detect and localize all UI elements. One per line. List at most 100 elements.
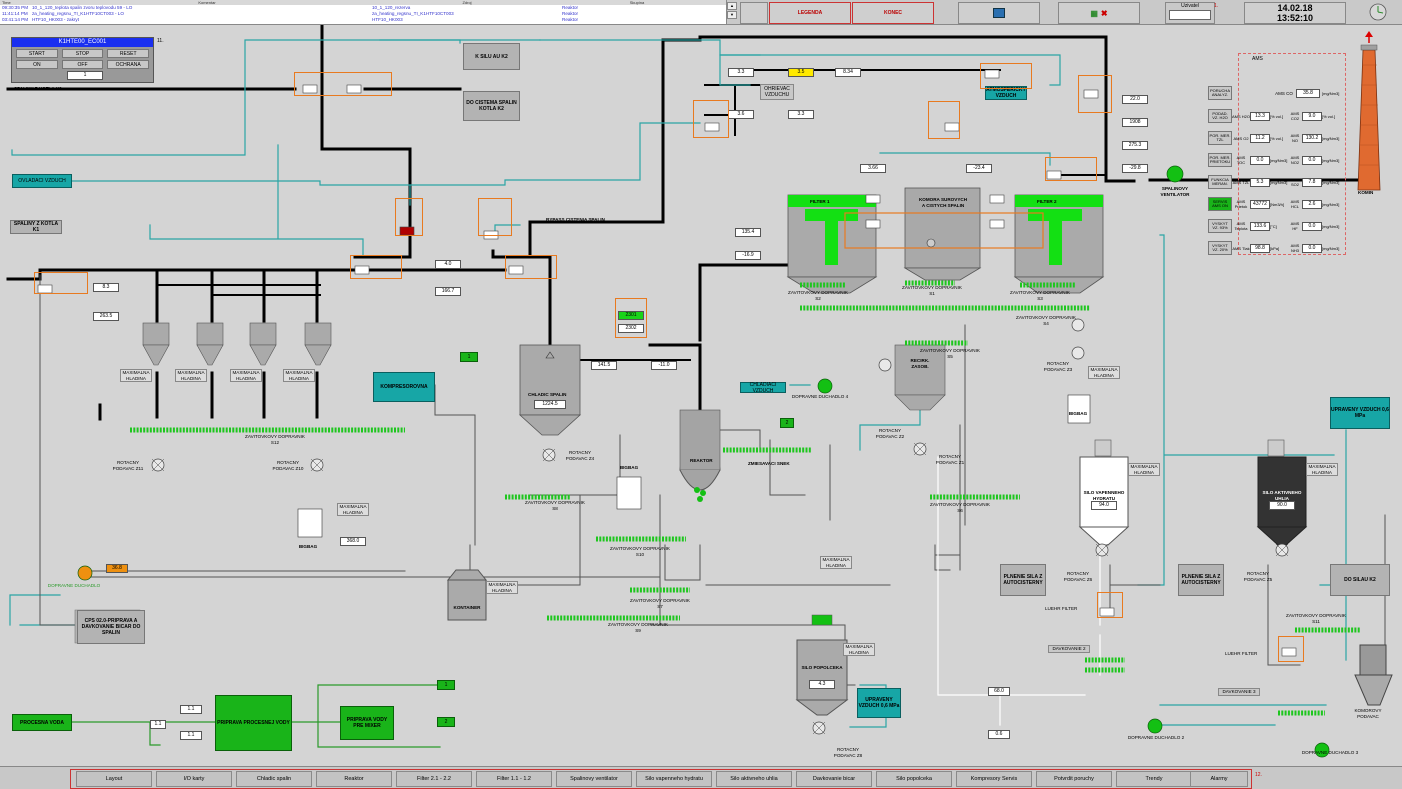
podavac-z10-label: ROTACNY PODAVAC Z10 <box>272 460 304 471</box>
nav-spalinovy-ventilator[interactable]: Spalinovy ventilator <box>556 771 632 787</box>
kompresorovna[interactable]: KOMPRESOROVNA <box>373 372 435 402</box>
valve-frame-aa151[interactable] <box>928 101 960 139</box>
valve-frame-aa050[interactable] <box>693 100 729 138</box>
dopravnik-s10-label: ZAVITOVKOVY DOPRAVNIK S10 <box>610 546 670 557</box>
plnenie-sila-26[interactable]: PLNENIE SILA Z AUTOCISTERNY <box>1000 564 1046 596</box>
ams-status-vyskyt93[interactable]: VYSKYT VZ. 93% <box>1208 219 1232 233</box>
ovladaci-vzduch[interactable]: OVLADACI VZDUCH <box>12 174 72 188</box>
ams-status-tzl[interactable]: POR. MER. TZL <box>1208 131 1232 145</box>
marker-12: 12. <box>1255 772 1262 778</box>
k-silu-k2[interactable]: K SILU AU K2 <box>463 43 520 70</box>
nav-silo-aktivneho[interactable]: Silo aktivneho uhlia <box>716 771 792 787</box>
k1hta50-ct001-value: 3.3 <box>728 68 754 77</box>
ams-status-h2o[interactable]: PODAD. VZ. H2O <box>1208 109 1232 123</box>
ams-value-hcl: 2.6 <box>1302 199 1322 209</box>
ams-status-funkcia[interactable]: FUNKCIA MERAN. <box>1208 175 1232 189</box>
nav-chladic-spalin[interactable]: Chladic spalin <box>236 771 312 787</box>
max-level-10: MAXIMALNA HLADINA <box>1088 366 1120 379</box>
filter-2 <box>1013 194 1105 294</box>
plnenie-sila-25[interactable]: PLNENIE SILA Z AUTOCISTERNY <box>1178 564 1224 596</box>
valve-frame-k1hlh12[interactable] <box>1278 636 1304 662</box>
max-level-2: MAXIMALNA HLADINA <box>175 369 207 382</box>
procesna-voda[interactable]: PROCESNA VODA <box>12 714 72 731</box>
priprava-procesnej-vody[interactable]: PRIPRAVA PROCESNEJ VODY <box>215 695 292 751</box>
valve-frame-aa011[interactable] <box>505 255 557 279</box>
ams-label-no: AMS NO <box>1290 133 1300 143</box>
alarm-scroll[interactable]: ▲ ▼ <box>727 2 737 22</box>
valve-frame-aa014[interactable] <box>1078 75 1112 113</box>
input-2[interactable]: 2 <box>780 418 794 428</box>
valve-frame-aa052b[interactable] <box>980 63 1032 89</box>
luehr-filter-2: LUEHR FILTER <box>1225 651 1258 656</box>
output-1[interactable]: 1 <box>437 680 455 690</box>
on-button[interactable]: ON <box>16 60 58 69</box>
user-field[interactable] <box>1169 10 1211 20</box>
ams-status-porucha[interactable]: PORUCHA ANALYZ. <box>1208 86 1232 100</box>
nav-silo-vapenneho[interactable]: Silo vapenneho hydratu <box>636 771 712 787</box>
konec-button[interactable]: KONEC <box>852 2 934 24</box>
nav-kompresory[interactable]: Kompresory Servis <box>956 771 1032 787</box>
do-silau-k2[interactable]: DO SILAU K2 <box>1330 564 1390 596</box>
ams-label-teplota: AMS Teplota <box>1234 221 1248 231</box>
ams-status-prietok[interactable]: POR. MER. PRIETOKU <box>1208 153 1232 167</box>
ack-button[interactable] <box>740 2 768 24</box>
silo-popolceka <box>795 614 849 716</box>
max-level-5: MAXIMALNA HLADINA <box>337 503 369 516</box>
tools-button[interactable]: ▦ ✖ <box>1058 2 1140 24</box>
off-button[interactable]: OFF <box>61 60 104 69</box>
valve-frame-k1[interactable] <box>34 272 88 294</box>
output-2[interactable]: 2 <box>437 717 455 727</box>
input-1[interactable]: 1 <box>460 352 478 362</box>
valve-frame-aa090[interactable] <box>350 255 402 279</box>
ams-title: AMS <box>1252 56 1263 62</box>
atmosfericky-vzduch[interactable]: ATMOSFERICKY VZDUCH <box>985 86 1027 100</box>
bigbag-cp001-value: 368.0 <box>340 537 366 546</box>
nav-potvrdit-poruchy[interactable]: Potvrdit poruchy <box>1036 771 1112 787</box>
computer-icon-button[interactable] <box>958 2 1040 24</box>
nav-layout[interactable]: Layout <box>76 771 152 787</box>
user-panel[interactable]: Uzivatel <box>1165 2 1215 24</box>
k1hta20-ct001-value: 141.5 <box>591 361 617 370</box>
upraveny-vzduch-top[interactable]: UPRAVENY VZDUCH 0,6 MPa <box>1330 397 1390 429</box>
ams-label-co2: AMS CO2 <box>1290 111 1300 121</box>
cps-box[interactable]: CPS 02.0-PRIPRAVA A DAVKOVANIE BICAR DO … <box>77 610 145 644</box>
bypass-label: BYPASS CISTENIA SPALIN <box>546 217 605 222</box>
nav-alarmy[interactable]: Alarmy <box>1190 771 1248 787</box>
ams-status-vyskyt20[interactable]: VYSKYT VZ. 20% <box>1208 241 1232 255</box>
ams-status-servis[interactable]: SERVIS AMS ON <box>1208 197 1232 211</box>
ams-value-no: 130.2 <box>1302 133 1322 143</box>
k1hte00-d001-panel[interactable]: 2301 2302 <box>615 298 647 338</box>
valve-frame-aa053[interactable] <box>478 198 512 236</box>
valve-frame-k2[interactable] <box>294 72 392 96</box>
ams-label-toc: AMS TOC <box>1236 155 1246 165</box>
nav-filter-1[interactable]: Filter 1.1 - 1.2 <box>476 771 552 787</box>
valve-frame-aa052[interactable] <box>395 198 423 236</box>
nav-silo-popolceka[interactable]: Silo popolceka <box>876 771 952 787</box>
legenda-button[interactable]: LEGENDA <box>769 2 851 24</box>
nav-reaktor[interactable]: Reaktor <box>316 771 392 787</box>
proc-value-2: 1.1 <box>150 720 166 729</box>
do-cistenia-k2[interactable]: DO CISTEMA SPALIN KOTLA K2 <box>463 91 520 121</box>
priprava-vody-mixer[interactable]: PRIPRAVA VODY PRE MIXER <box>340 706 394 740</box>
bigbag-label: BIGBAG <box>298 544 318 549</box>
nav-davkovanie-bicar[interactable]: Davkovanie bicar <box>796 771 872 787</box>
duchadlo3-label: DOPRAVNE DUCHADLO 3 <box>1301 750 1359 755</box>
valve-frame-aa101[interactable] <box>1045 157 1097 181</box>
k1hta40-cp002-value: -29.8 <box>1122 164 1148 173</box>
valve-frame-k1htk52[interactable] <box>1097 592 1123 618</box>
ochrana-button[interactable]: OCHRANA <box>107 60 150 69</box>
nav-io-karty[interactable]: I/O karty <box>156 771 232 787</box>
reset-button[interactable]: RESET <box>107 49 150 58</box>
chladiaci-vzduch[interactable]: CHLADIACI VZDUCH <box>740 382 786 394</box>
start-button[interactable]: START <box>16 49 58 58</box>
nav-trendy[interactable]: Trendy <box>1116 771 1192 787</box>
recirk-label: RECIRK. ZASOB. <box>910 358 930 369</box>
upraveny-vzduch-bottom[interactable]: UPRAVENY VZDUCH 0,6 MPa <box>857 688 901 718</box>
stop-button[interactable]: STOP <box>61 49 104 58</box>
ohrievac-vzduchu[interactable]: OHRIEVAC VZDUCHU <box>760 84 794 100</box>
nav-filter-2[interactable]: Filter 2.1 - 2.2 <box>396 771 472 787</box>
